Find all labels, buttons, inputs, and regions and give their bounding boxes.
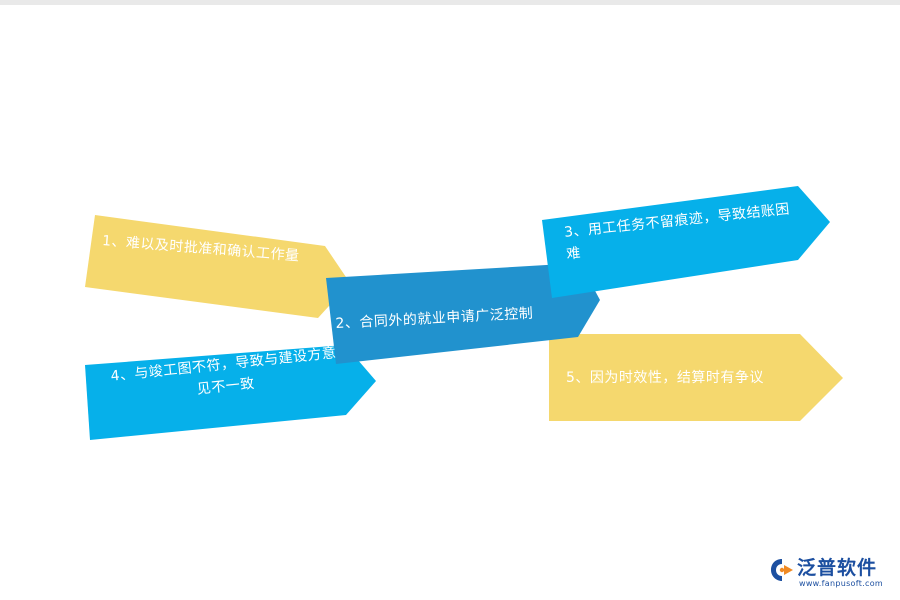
logo-url: www.fanpusoft.com <box>799 579 883 588</box>
arrow-shape-2 <box>326 263 600 364</box>
item-5-text: 5、因为时效性，结算时有争议 <box>566 370 764 386</box>
brand-logo: 泛普软件 www.fanpusoft.com <box>769 553 894 593</box>
logo-name: 泛普软件 <box>797 557 878 579</box>
top-divider <box>0 0 900 5</box>
fanpu-logo-icon <box>771 559 793 581</box>
arrow-shape-5 <box>549 334 843 421</box>
arrow-shape-3 <box>542 186 830 298</box>
arrow-shape-4 <box>85 345 376 440</box>
arrow-shape-1 <box>85 215 350 318</box>
